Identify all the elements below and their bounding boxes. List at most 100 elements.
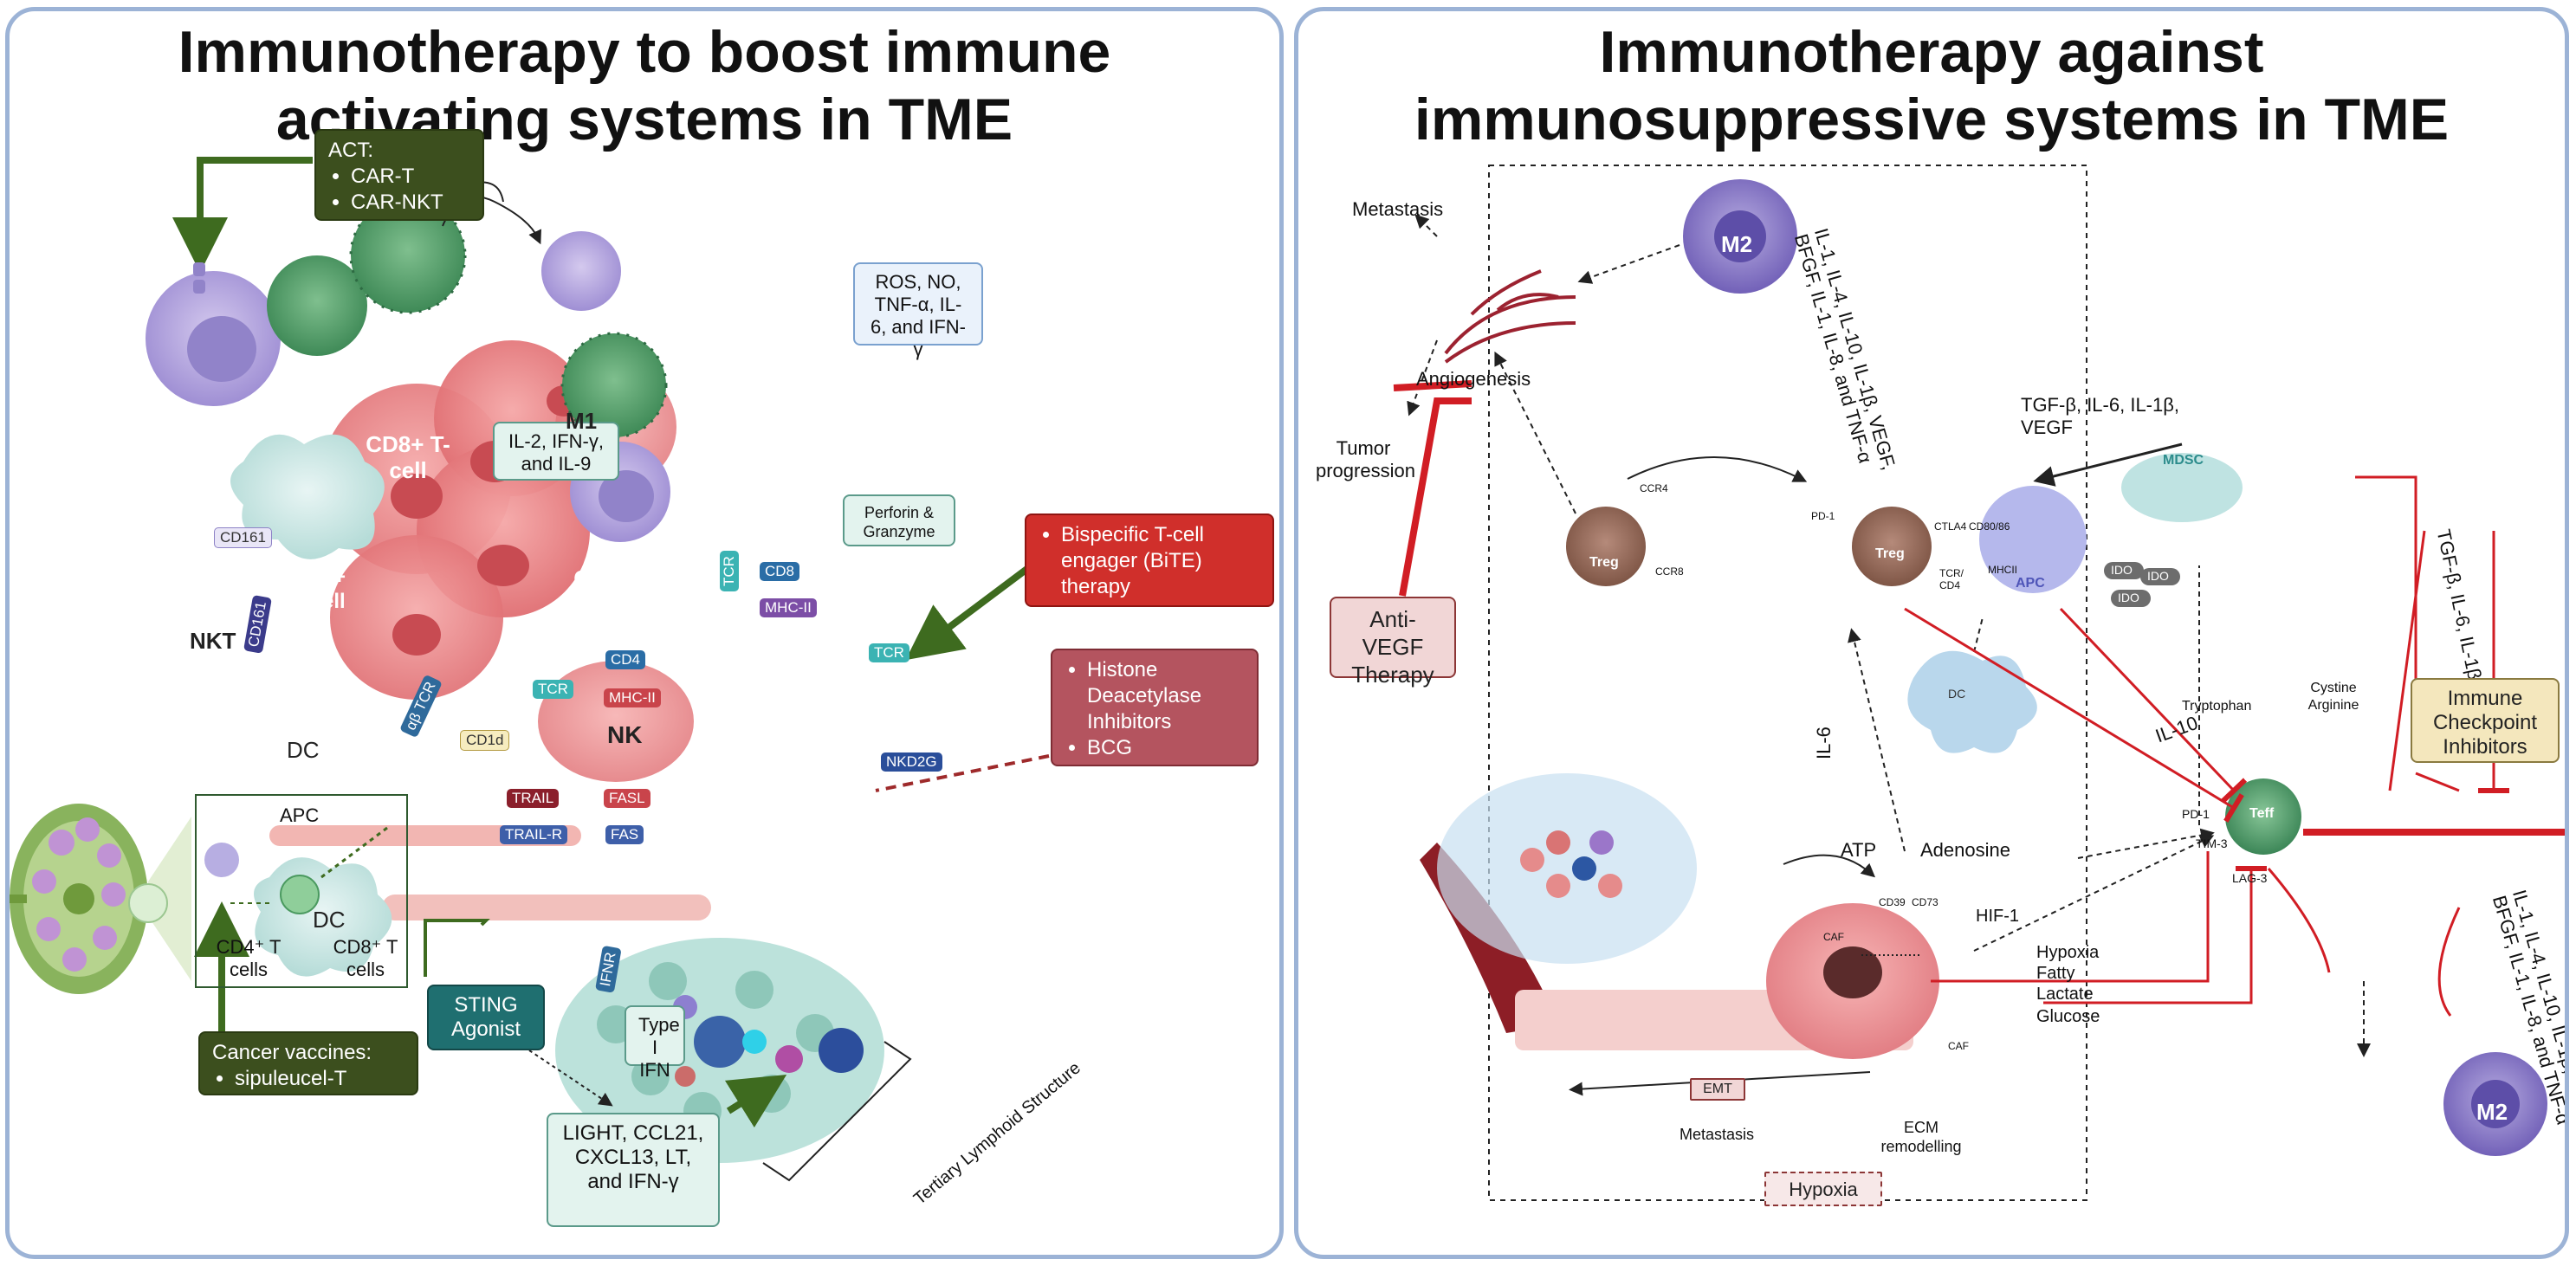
cd8b-label: CD8+ T-cell [573, 565, 658, 617]
treg-mid-cell [1852, 507, 1932, 586]
apc-label: APC [2016, 576, 2045, 591]
cd4-tag: CD4 [605, 650, 646, 669]
apc-cell [1979, 486, 2087, 593]
act-box-heading: ACT: [328, 139, 374, 162]
tim3-tag: TIM-3 [2196, 836, 2228, 850]
tcr3-tag: TCR [869, 643, 909, 662]
dc-cell [1907, 650, 2037, 753]
apc-box-cells [128, 843, 320, 923]
metabolite-hypoxia: Hypoxia [2036, 943, 2100, 962]
il6-label: IL-6 [1813, 727, 1835, 759]
metastasis-top: Metastasis [1352, 198, 1444, 220]
cd8-tag: CD8 [760, 562, 800, 581]
checkpoint-box: Immune Checkpoint Inhibitors [2411, 678, 2560, 763]
fasl-tag: FASL [604, 789, 650, 808]
vaccine-item: sipuleucel-T [235, 1066, 405, 1092]
lag3-tag: LAG-3 [2232, 871, 2268, 885]
ccr8-tag: CCR8 [1655, 565, 1684, 578]
metabolite-lactate: Lactate [2036, 985, 2094, 1004]
left-illustration [10, 157, 1050, 1182]
right-panel: Immunotherapy against immunosuppressive … [1294, 7, 2569, 1259]
ros-box: ROS, NO, TNF-α, IL-6, and IFN-γ [853, 262, 983, 360]
m2-top-label: M2 [1721, 231, 1753, 257]
tls-cluster [555, 938, 884, 1163]
bite-arrow [905, 562, 1034, 661]
m2-bottom-label: M2 [2476, 1099, 2508, 1125]
treg-mid-label: Treg [1875, 546, 1905, 561]
trailr-tag: TRAIL-R [500, 825, 568, 844]
nk-label: NK [607, 721, 643, 748]
adenosine-label: Adenosine [1920, 839, 2010, 861]
perforin-box: Perforin & Granzyme [843, 494, 955, 546]
cd4-label: CD4+ T-cell [291, 565, 346, 613]
apc-box-cd4-label: CD4⁺ T cells [216, 936, 282, 980]
cd8-cell-b [560, 332, 668, 439]
apc-box-apc-label: APC [280, 804, 320, 826]
cd39-tag: CD39 [1879, 896, 1906, 908]
act-item-car-t: CAR-T [351, 164, 470, 190]
cd4-cell [267, 255, 367, 356]
right-panel-title: Immunotherapy against immunosuppressive … [1414, 19, 2450, 152]
caf1-tag: CAF [1823, 931, 1844, 943]
mdsc-cell [2121, 453, 2243, 522]
hypoxia-box: Hypoxia [1764, 1172, 1882, 1206]
metabolite-glucose: Glucose [2036, 1007, 2100, 1026]
ido-1: IDO [2111, 563, 2133, 577]
dc1-label: DC [287, 737, 320, 763]
ccr4-tag: CCR4 [1640, 482, 1668, 494]
nkt-label: NKT [190, 628, 236, 654]
teff-label: Teff [2249, 806, 2275, 821]
angiogenesis-label: Angiogenesis [1416, 368, 1531, 390]
nkt-cell [146, 262, 281, 406]
ctla4-tag: CTLA4 [1934, 520, 1967, 533]
anti-vegf-box: Anti-VEGF Therapy [1330, 597, 1456, 688]
apc-box: APC CD4⁺ T cells CD8⁺ T cells [195, 794, 408, 988]
ido-2: IDO [2147, 569, 2169, 583]
tcr1-tag: TCR [533, 680, 573, 699]
hif1-label: HIF-1 [1976, 907, 2019, 926]
mhcii-tag: MHCII [1988, 564, 2017, 576]
cd8a-label: CD8+ T-cell [366, 431, 450, 483]
metastasis-bottom: Metastasis [1680, 1126, 1755, 1143]
nkd2g-tag: NKD2G [881, 752, 942, 772]
m1-cell [541, 231, 621, 311]
ido-3: IDO [2118, 591, 2139, 604]
cd8086-tag: CD80/86 [1969, 520, 2010, 533]
left-panel-title: Immunotherapy to boost immune activating… [178, 19, 1111, 152]
tgf-top-label: TGF-β, IL-6, IL-1β, VEGF [2021, 394, 2180, 438]
left-panel: Immunotherapy to boost immune activating… [5, 7, 1284, 1259]
act-item-car-nkt: CAR-NKT [351, 190, 470, 216]
light-box: LIGHT, CCL21, CXCL13, LT, and IFN-γ [547, 1113, 720, 1227]
right-illustration [1393, 165, 2565, 1201]
cd1d-tag: CD1d [460, 730, 510, 751]
sting-box: STING Agonist [427, 985, 545, 1050]
hdac-item: Histone Deacetylase Inhibitors [1087, 657, 1245, 735]
dc2-label: DC [313, 907, 346, 933]
atp-label: ATP [1841, 839, 1877, 861]
tumor-core [1766, 903, 1939, 1059]
caf2-tag: CAF [1948, 1040, 1969, 1052]
treg-left-label: Treg [1589, 555, 1619, 570]
cystine-label: Cystine Arginine [2307, 681, 2359, 713]
mhc2b-tag: MHC-II [760, 598, 817, 617]
tcr2-tag: TCR [720, 551, 739, 591]
tumor-progression: Tumor progression [1316, 437, 1415, 481]
apc-box-cd8-label: CD8⁺ T cells [333, 936, 398, 980]
mhc2a-tag: MHC-II [604, 688, 661, 707]
fas-tag: FAS [605, 825, 644, 844]
mdsc-label: MDSC [2163, 453, 2204, 468]
vaccines-heading: Cancer vaccines: [212, 1041, 372, 1064]
dc-label: DC [1948, 687, 1966, 701]
cd73-tag: CD73 [1912, 896, 1938, 908]
m1-label: M1 [566, 408, 598, 434]
bite-box: Bispecific T-cell engager (BiTE) therapy [1025, 514, 1274, 607]
metabolite-fatty: Fatty [2036, 964, 2075, 983]
act-box: ACT: CAR-T CAR-NKT [314, 129, 484, 221]
pd1a-tag: PD-1 [1811, 510, 1835, 522]
pd1b-tag: PD-1 [2182, 807, 2210, 821]
angiogenesis-vessels [1444, 269, 1576, 364]
vaccines-box: Cancer vaccines: sipuleucel-T [198, 1031, 418, 1095]
treg-left-cell [1566, 507, 1646, 586]
act-arrow [172, 157, 313, 273]
anti-vegf-bar [1399, 397, 1472, 597]
